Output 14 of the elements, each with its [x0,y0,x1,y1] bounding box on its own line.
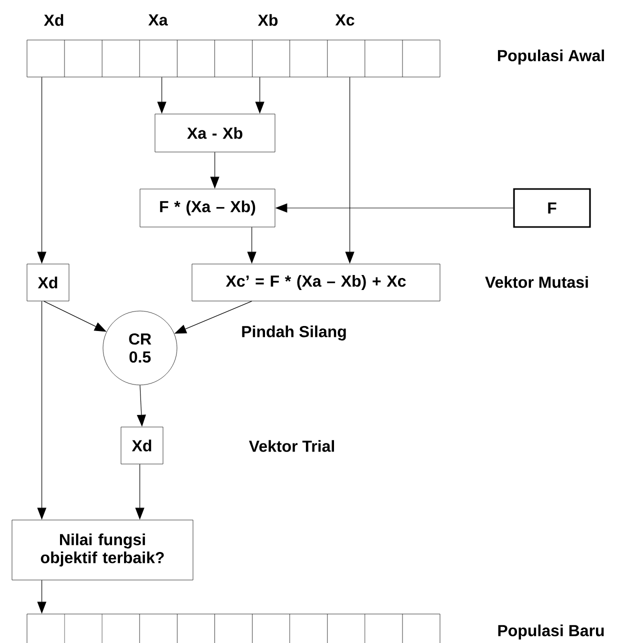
process-box: Xc’ = F * (Xa – Xb) + Xc [192,264,440,302]
process-box: Xd [120,426,164,464]
process-box: F [513,188,591,228]
row-label: Pindah Silang [242,326,346,340]
population-array [26,40,440,78]
row-label: Vektor Mutasi [485,276,588,288]
process-box: F * (Xa – Xb) [140,188,276,228]
row-label: Populasi Baru [498,624,604,640]
population-array [26,614,440,643]
row-label: Populasi Awal [498,50,604,64]
row-label: Vektor Trial [248,440,334,452]
process-box: Xd [26,264,70,302]
process-box: Xa - Xb [154,114,276,152]
process-box: Nilai fungsi objektif terbaik? [12,520,194,580]
